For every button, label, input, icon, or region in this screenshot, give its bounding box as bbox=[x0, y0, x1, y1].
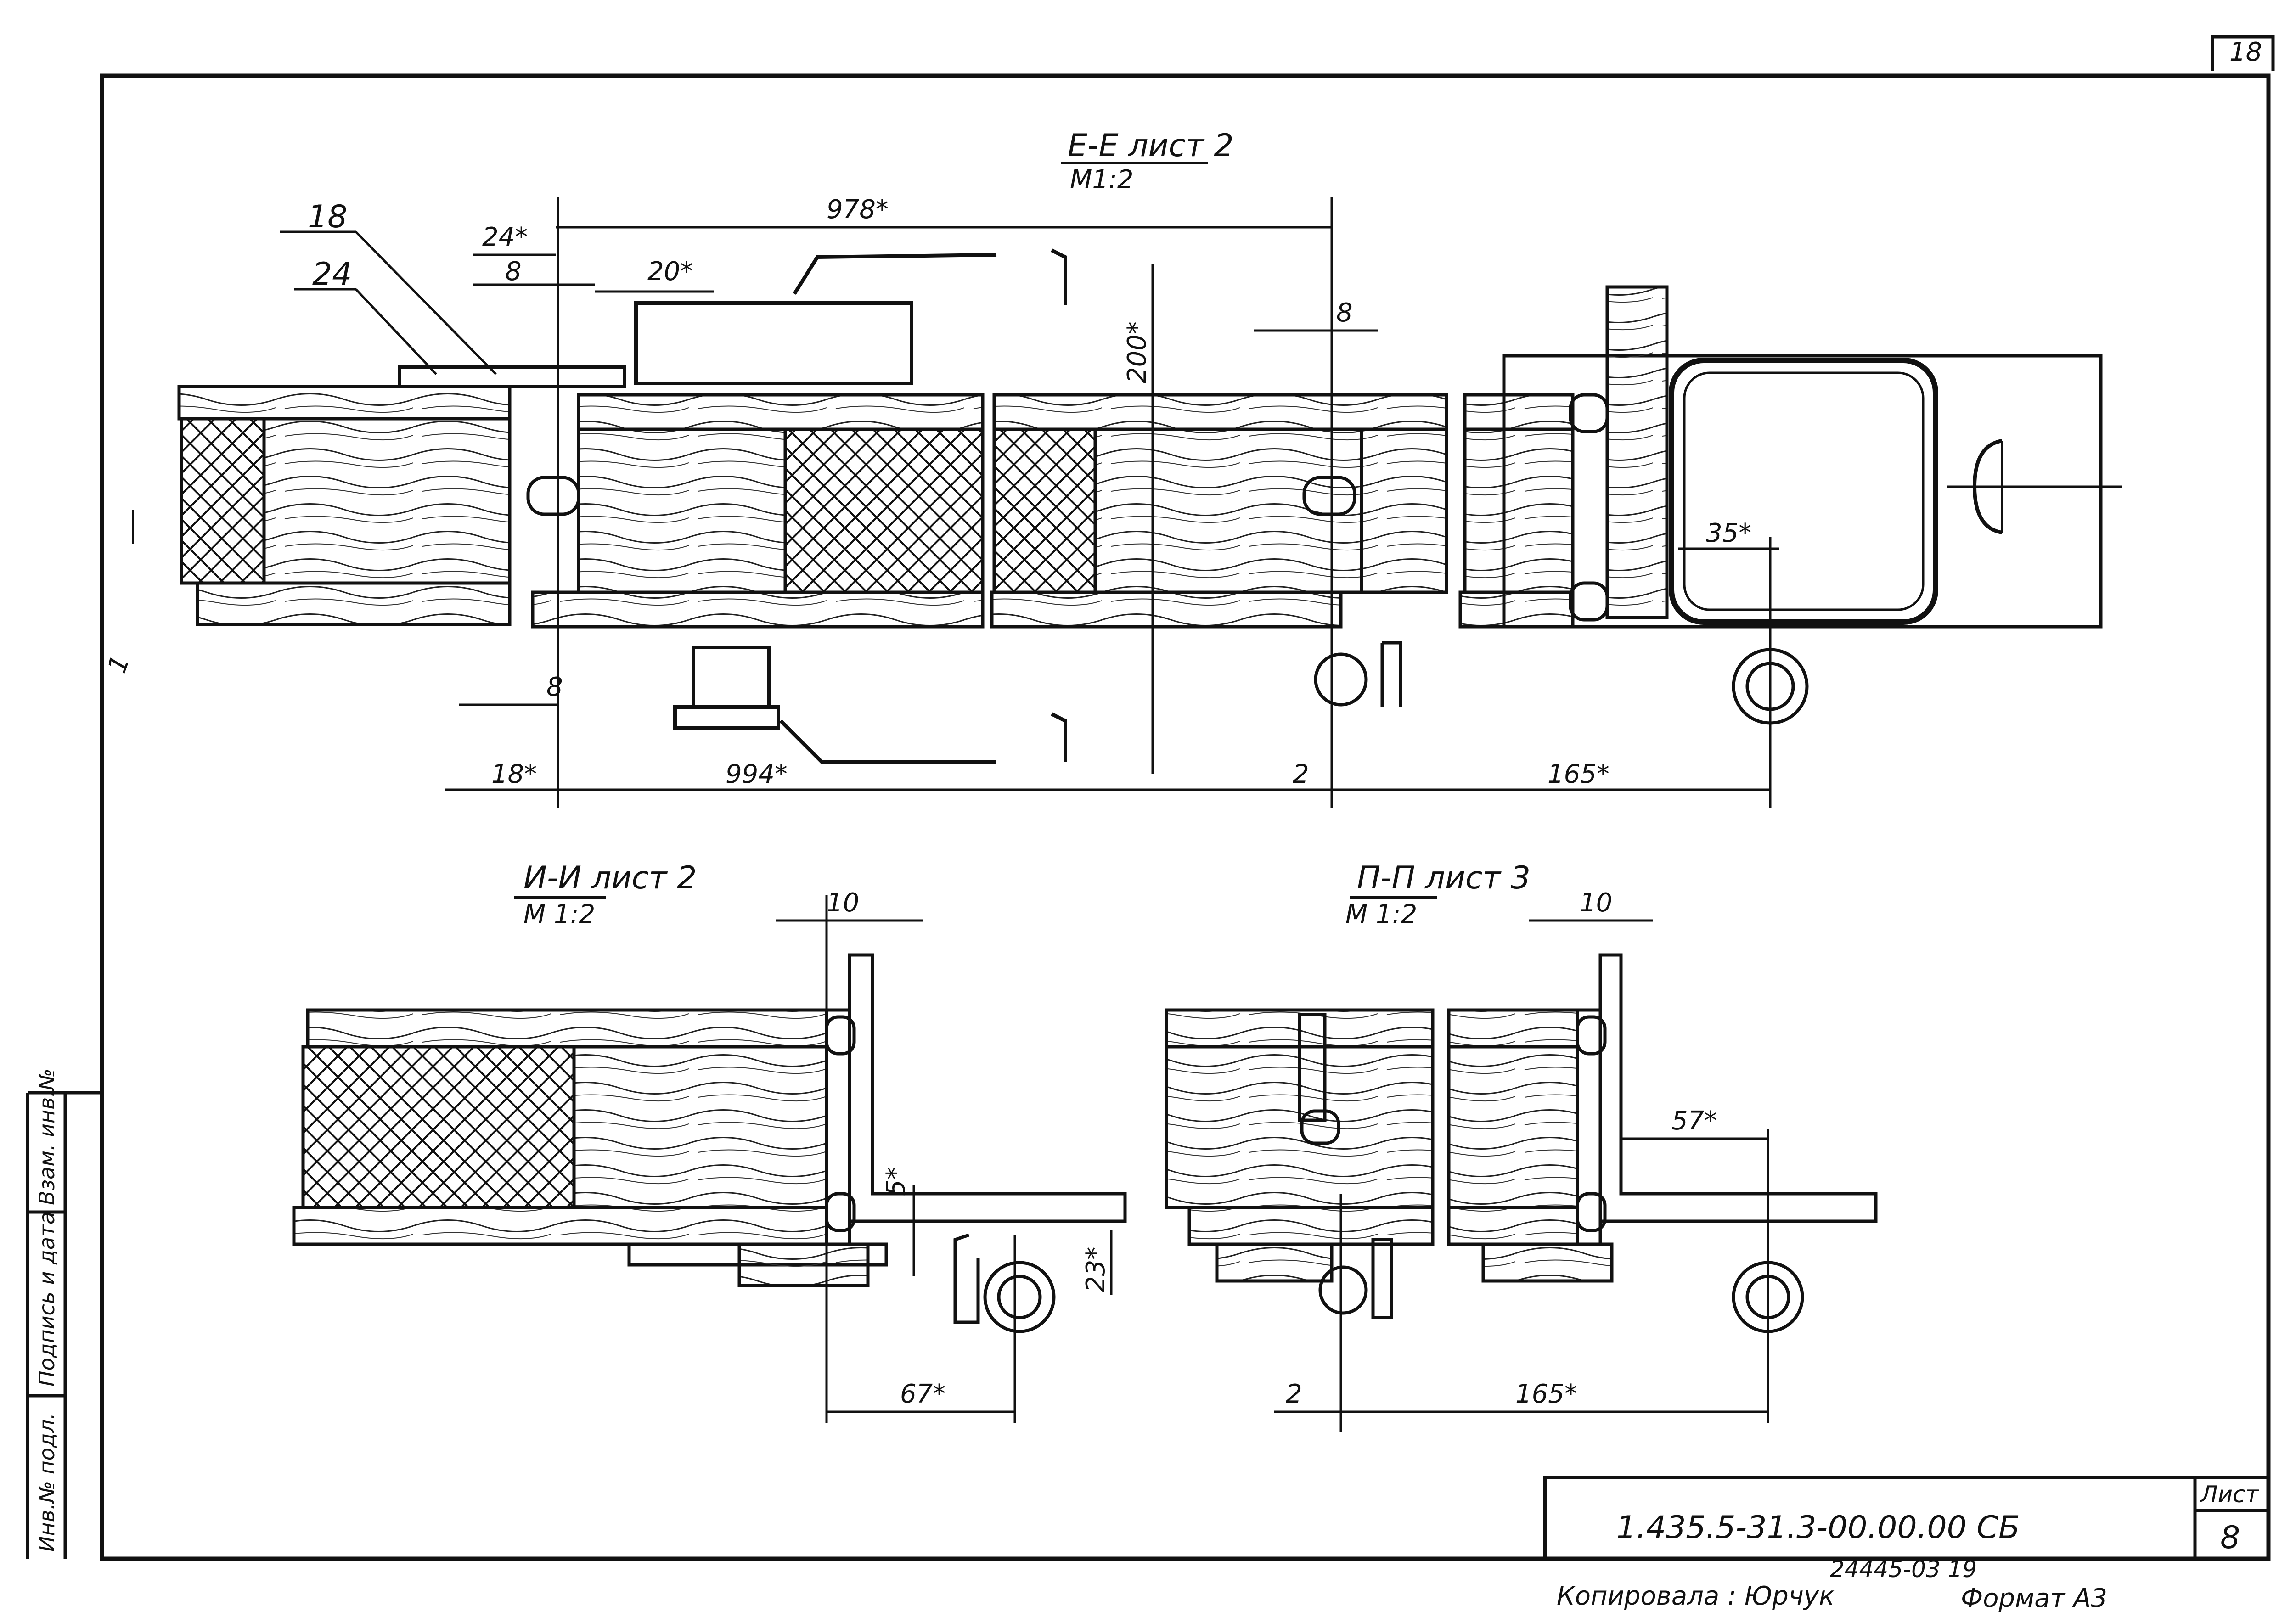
section-pp-title: П-П лист 3 bbox=[1357, 860, 1531, 896]
dim-18: 18* bbox=[491, 759, 537, 789]
ee-panel-right bbox=[1458, 393, 1575, 629]
sheet-number: 8 bbox=[2220, 1520, 2240, 1556]
ee-panel-left bbox=[177, 385, 512, 626]
pp-dim-2: 2 bbox=[1286, 1379, 1302, 1409]
dim-24: 24* bbox=[482, 222, 528, 252]
callout-24: 24 bbox=[312, 256, 352, 292]
title-block bbox=[1543, 1476, 2270, 1561]
section-ee: Е-Е лист 2 М1:2 bbox=[102, 128, 2122, 808]
ii-panel bbox=[292, 953, 1127, 1333]
section-ii: И-И лист 2 М 1:2 10 5* 2 bbox=[292, 860, 1127, 1423]
section-ii-title: И-И лист 2 bbox=[523, 860, 697, 896]
ii-dim-10: 10 bbox=[827, 888, 859, 918]
ee-dimension-lines bbox=[132, 197, 1779, 808]
left-binding-strip bbox=[26, 1091, 102, 1559]
dim-165: 165* bbox=[1548, 759, 1609, 789]
ii-dim-23: 23* bbox=[1081, 1247, 1111, 1292]
ee-callout-leaders bbox=[280, 230, 497, 375]
section-ii-scale: М 1:2 bbox=[523, 899, 595, 929]
ee-hinges bbox=[1314, 641, 1809, 725]
strip-sign-label: Подпись и дата bbox=[34, 1212, 59, 1387]
sheet-label: Лист bbox=[2200, 1481, 2260, 1508]
dim-8-top: 8 bbox=[505, 257, 522, 286]
ii-dim-67: 67* bbox=[900, 1379, 945, 1409]
ee-seal-gaskets bbox=[526, 393, 1609, 622]
drawing-code: 1.435.5-31.3-00.00.00 СБ bbox=[1616, 1510, 2020, 1546]
section-ee-scale: М1:2 bbox=[1070, 165, 1133, 195]
pp-dim-10: 10 bbox=[1580, 888, 1612, 918]
order-number: 24445-03 19 bbox=[1830, 1556, 1977, 1583]
ee-panel-mid-1 bbox=[531, 393, 985, 629]
ee-frame-profile bbox=[1502, 285, 2122, 629]
section-pp: П-П лист 3 М 1:2 bbox=[1165, 860, 1878, 1432]
dim-200: 200* bbox=[1122, 321, 1152, 383]
pp-dim-57: 57* bbox=[1671, 1106, 1717, 1136]
strip-inv-label: Инв.№ подл. bbox=[34, 1413, 59, 1552]
sheet-corner-number: 18 bbox=[2229, 37, 2262, 67]
dim-1: 1 bbox=[102, 651, 135, 677]
section-pp-scale: М 1:2 bbox=[1345, 899, 1417, 929]
pp-dim-165: 165* bbox=[1515, 1379, 1577, 1409]
dim-8-bottom: 8 bbox=[546, 672, 563, 702]
dim-2: 2 bbox=[1293, 759, 1309, 789]
ee-lock-box bbox=[398, 248, 1067, 764]
strip-replace-label: Взам. инв.№ bbox=[34, 1068, 59, 1205]
callout-18: 18 bbox=[308, 199, 348, 235]
dim-994: 994* bbox=[726, 759, 788, 789]
dim-8-right: 8 bbox=[1336, 298, 1353, 328]
section-ee-title: Е-Е лист 2 bbox=[1068, 128, 1234, 164]
sheet-frame bbox=[100, 35, 2275, 1561]
dim-35: 35* bbox=[1706, 518, 1751, 548]
pp-panels bbox=[1165, 953, 1878, 1333]
pp-dimension-lines bbox=[1274, 919, 1769, 1432]
ii-dimension-lines bbox=[776, 895, 1113, 1423]
ee-panel-mid-2 bbox=[990, 393, 1448, 629]
copied-by: Копировала : Юрчук bbox=[1557, 1581, 1835, 1611]
ii-dim-5: 5* bbox=[881, 1167, 911, 1196]
dim-20: 20* bbox=[647, 257, 693, 286]
dim-978: 978* bbox=[827, 195, 889, 225]
format-label: Формат А3 bbox=[1961, 1583, 2107, 1613]
